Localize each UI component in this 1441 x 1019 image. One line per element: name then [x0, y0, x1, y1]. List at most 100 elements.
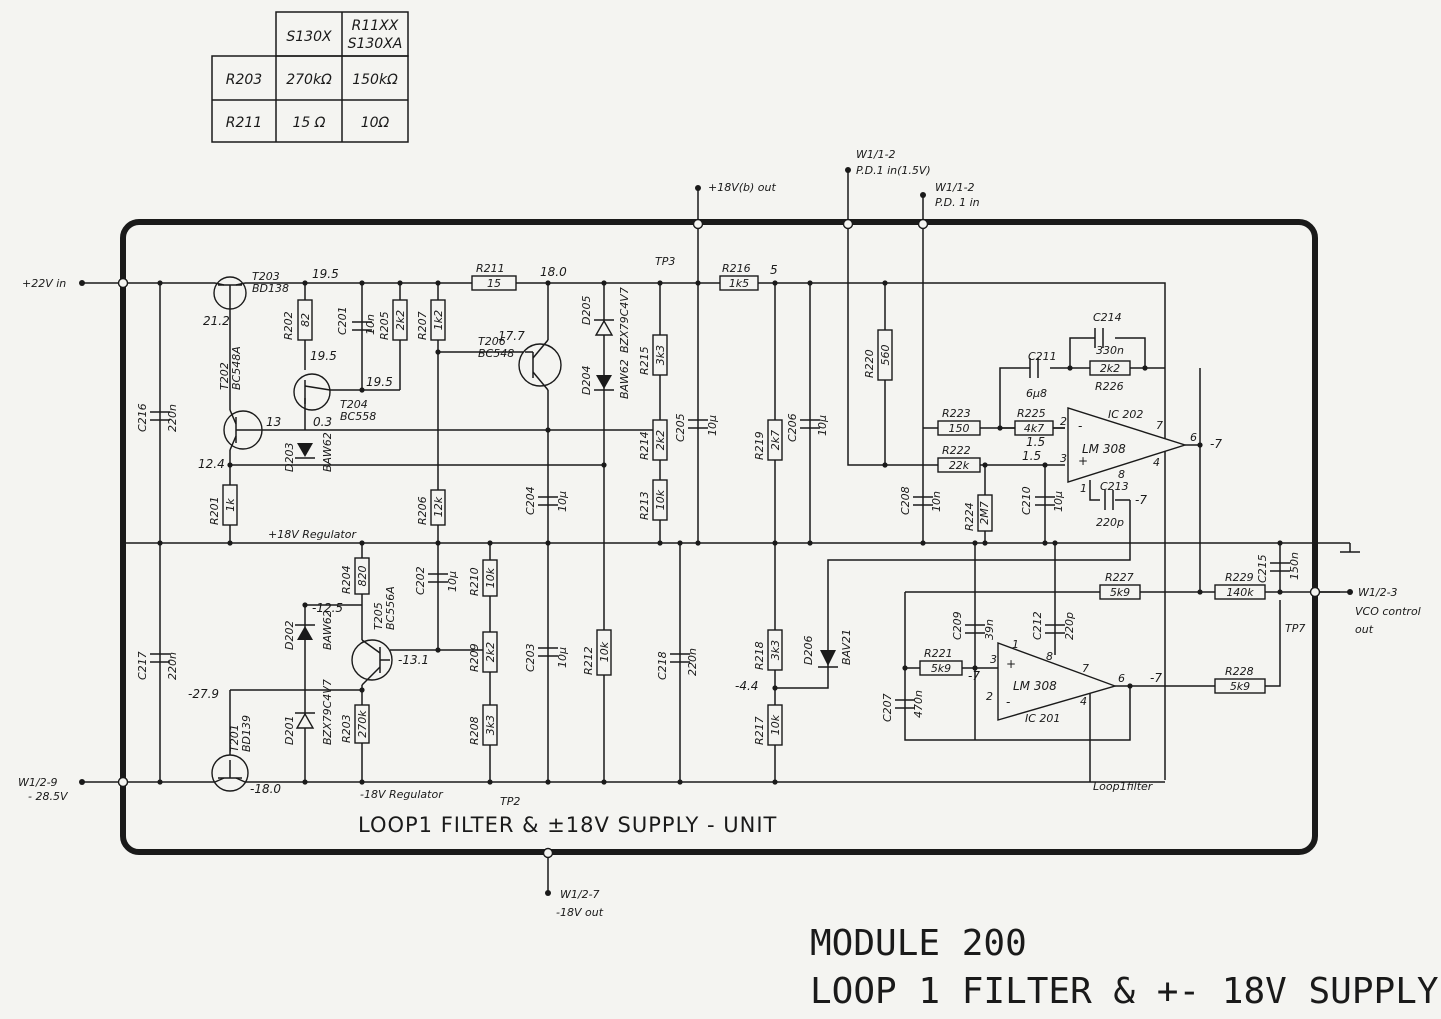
resistor-ref: R226	[1095, 380, 1124, 393]
resistor-ref: R201	[208, 496, 221, 525]
ic-ref: IC 202	[1108, 408, 1143, 421]
resistor-value: 82	[299, 313, 312, 327]
resistor-ref: R222	[942, 444, 971, 457]
capacitor-value: 220p	[1063, 612, 1076, 640]
voltage-r216-out: 5	[770, 263, 778, 277]
opamp-sign: +	[1078, 454, 1088, 468]
label-plus18b: +18V(b) out	[708, 181, 777, 194]
resistor-value: 10k	[769, 714, 782, 735]
diode-type: BAW62	[321, 610, 334, 650]
capacitor-ref: C212	[1031, 611, 1044, 640]
diode-ref: D202	[283, 621, 296, 650]
label-vco2: out	[1355, 623, 1374, 636]
resistor-value: 140k	[1226, 586, 1254, 599]
capacitor-ref: C202	[414, 566, 427, 595]
diode-d201	[295, 712, 315, 729]
voltage-t204-e: 19.5	[366, 375, 393, 389]
pin-number: 3	[990, 653, 997, 666]
resistor-ref: R224	[963, 502, 976, 531]
resistor-ref: R203	[340, 714, 353, 743]
transistor-t204	[293, 373, 331, 430]
capacitor-ref: C211	[1028, 350, 1057, 363]
resistor-ref: R204	[340, 565, 353, 594]
transistor-type: BC548A	[230, 346, 243, 390]
diode-d202	[295, 624, 315, 640]
diode-ref: D201	[283, 716, 296, 745]
pin-number: 4	[1080, 695, 1087, 708]
resistor-value: 270k	[356, 710, 369, 738]
capacitor-symbols	[150, 321, 1290, 709]
capacitor-value: 470n	[912, 690, 925, 718]
capacitor-ref: C217	[136, 651, 149, 680]
resistor-ref: R218	[753, 641, 766, 670]
terminals	[79, 167, 1353, 896]
diode-d206	[818, 650, 838, 668]
voltage-t201-b: -27.9	[188, 687, 219, 701]
capacitor-value: 10µ	[706, 415, 719, 436]
capacitor-value: 39n	[983, 619, 996, 640]
opamp-ic201	[997, 641, 1118, 721]
label-plus22: +22V in	[22, 277, 66, 290]
resistor-ref: R212	[582, 646, 595, 675]
resistor-ref: R207	[416, 311, 429, 340]
pin-number: 6	[1190, 431, 1197, 444]
resistor-ref: R206	[416, 496, 429, 525]
pin-number: 7	[1082, 662, 1089, 675]
diode-ref: D206	[802, 636, 815, 665]
label-tp2: TP2	[500, 795, 520, 808]
transistor-type: BC556A	[384, 586, 397, 630]
transistor-t202	[223, 409, 263, 451]
label-w12-3: W1/2-3	[1358, 586, 1398, 599]
pin-number: 1	[1080, 482, 1087, 495]
resistor-ref: R221	[924, 647, 953, 660]
capacitor-ref: C213	[1100, 480, 1129, 493]
resistor-value: 2k2	[484, 642, 497, 662]
opamp-sign: -	[1078, 419, 1082, 433]
voltage-t202-e: 12.4	[198, 457, 225, 471]
pin-number: 7	[1156, 419, 1163, 432]
resistor-ref: R210	[468, 567, 481, 596]
label-w12-9: W1/2-9	[18, 776, 58, 789]
capacitor-ref: C215	[1256, 554, 1269, 583]
label-reg-neg: -18V Regulator	[360, 788, 444, 801]
capacitor-ref: C203	[524, 643, 537, 672]
voltage-ic201-in: -7	[968, 669, 980, 683]
transistor-t206	[518, 339, 562, 391]
ic-type: LM 308	[1013, 679, 1057, 693]
voltage-t205-e: -12.5	[312, 601, 343, 615]
diode-ref: D203	[283, 443, 296, 472]
voltage-ic202-p3: 1.5	[1022, 449, 1041, 463]
resistor-ref: R215	[638, 346, 651, 375]
voltage-t203-c: 19.5	[312, 267, 339, 281]
table-row-r211-v1: 15 Ω	[293, 115, 326, 131]
resistor-value: 5k9	[1230, 680, 1250, 693]
diode-type: BAW62	[618, 359, 631, 399]
resistor-ref: R213	[638, 491, 651, 520]
resistor-value: 12k	[432, 496, 445, 517]
diode-type: BAV21	[840, 629, 853, 665]
voltage-t203-b: 21.2	[203, 314, 230, 328]
pin-number: 2	[986, 690, 993, 703]
title-line-2: LOOP 1 FILTER & +- 18V SUPPLY	[810, 971, 1439, 1012]
diode-d205	[594, 319, 614, 336]
label-tp7: TP7	[1285, 622, 1305, 635]
diode-ref: D205	[580, 296, 593, 325]
resistor-value: 2k7	[769, 430, 782, 450]
capacitor-ref: C205	[674, 413, 687, 442]
voltage-c213-r: -7	[1135, 493, 1147, 507]
capacitor-value: 10µ	[556, 647, 569, 668]
voltage-ic202-out: -7	[1210, 437, 1222, 451]
resistor-value: 2k2	[394, 310, 407, 330]
transistor-t205	[351, 639, 393, 686]
voltage-t205-b: -13.1	[398, 653, 429, 667]
resistor-ref: R220	[863, 349, 876, 378]
resistor-value: 2k2	[1100, 362, 1120, 375]
capacitor-value: 10n	[930, 491, 943, 512]
table-col-s130x: S130X	[286, 29, 332, 45]
resistor-value: 15	[487, 277, 501, 290]
diode-type: BZX79C4V7	[321, 679, 334, 745]
resistor-value: 5k9	[1110, 586, 1130, 599]
capacitor-ref: C209	[951, 611, 964, 640]
diode-type: BZX79C4V7	[618, 287, 631, 353]
